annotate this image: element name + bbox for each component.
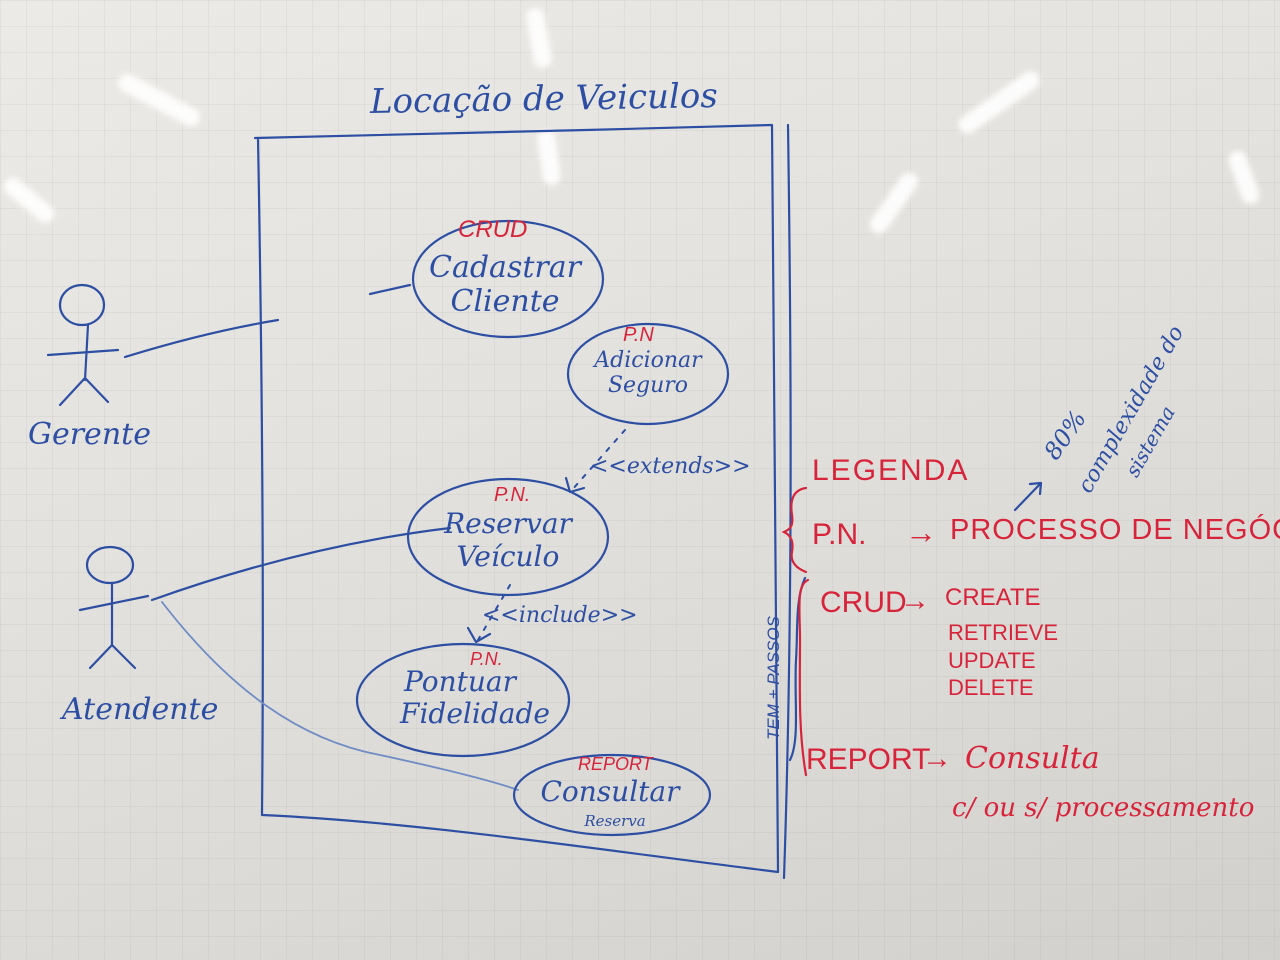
use-case-label-veiculo: Veículo <box>456 540 560 573</box>
use-case-label-cliente: Cliente <box>450 284 560 319</box>
legend-title: LEGENDA <box>812 454 970 487</box>
legend-crud-update: UPDATE <box>948 648 1036 673</box>
use-case-ellipse-reservar <box>406 477 610 597</box>
legend-crud-arrow: → <box>900 584 930 617</box>
legend-pn-key: P.N. <box>812 518 867 551</box>
use-case-label-consultar: Consultar <box>540 775 680 808</box>
include-arrowhead <box>466 626 492 644</box>
include-label: <<include>> <box>482 603 638 628</box>
use-case-ellipse-pontuar <box>355 642 571 758</box>
extends-relation <box>571 429 626 491</box>
legend-report-key: REPORT <box>806 743 931 776</box>
use-case-ellipse-adicionar <box>566 322 730 426</box>
use-case-ellipse-consultar <box>512 753 712 837</box>
actor-gerente-figure <box>46 283 120 407</box>
use-case-tag-pn: P.N. <box>494 484 531 506</box>
side-note-bracket <box>788 576 807 762</box>
use-case-label-pontuar: Pontuar <box>404 665 516 698</box>
use-case-ellipse-cadastrar <box>411 219 605 339</box>
use-case-tag-report: REPORT <box>578 754 653 774</box>
system-boundary <box>253 123 792 880</box>
extends-label: <<extends>> <box>590 454 751 479</box>
side-note-tem-passos: TEM + PASSOS <box>764 616 783 740</box>
use-case-tag-pn: P.N <box>623 324 654 346</box>
use-case-label-reserva: Reserva <box>584 812 646 830</box>
actor-atendente-figure <box>78 545 150 670</box>
use-case-tag-crud: CRUD <box>458 216 528 243</box>
actor-atendente-label: Atendente <box>62 692 219 727</box>
legend-crud-retrieve: RETRIEVE <box>948 620 1059 645</box>
legend-report-value: Consulta <box>965 741 1100 776</box>
actor-gerente-label: Gerente <box>28 417 151 452</box>
legend-report-arrow: → <box>922 742 952 775</box>
association-atendente-reservar <box>150 526 452 602</box>
use-case-label-reservar: Reservar <box>444 507 572 540</box>
association-gerente-cadastrar <box>123 283 412 359</box>
legend-brace <box>798 578 810 777</box>
complexity-arrow <box>1013 481 1043 512</box>
use-case-label-cadastrar: Cadastrar <box>429 250 581 285</box>
legend-pn-value: PROCESSO DE NEGÓCIO <box>950 514 1280 546</box>
legend-report-detail: c/ ou s/ processamento <box>952 793 1255 823</box>
use-case-label-adicionar: Adicionar <box>594 348 702 373</box>
use-case-tag-pn: P.N. <box>470 649 503 669</box>
association-atendente-consultar <box>161 601 519 791</box>
legend-crud-delete: DELETE <box>948 675 1034 700</box>
legend-crud-create: CREATE <box>945 584 1041 611</box>
legend-pn-arrow: → <box>905 514 937 550</box>
legend-brace <box>781 486 808 574</box>
use-case-label-fidelidade: Fidelidade <box>400 697 550 730</box>
legend-crud-key: CRUD <box>820 586 907 619</box>
extends-arrowhead <box>564 476 586 494</box>
use-case-label-seguro: Seguro <box>607 373 689 398</box>
diagram-title: Locação de Veiculos <box>369 75 719 123</box>
